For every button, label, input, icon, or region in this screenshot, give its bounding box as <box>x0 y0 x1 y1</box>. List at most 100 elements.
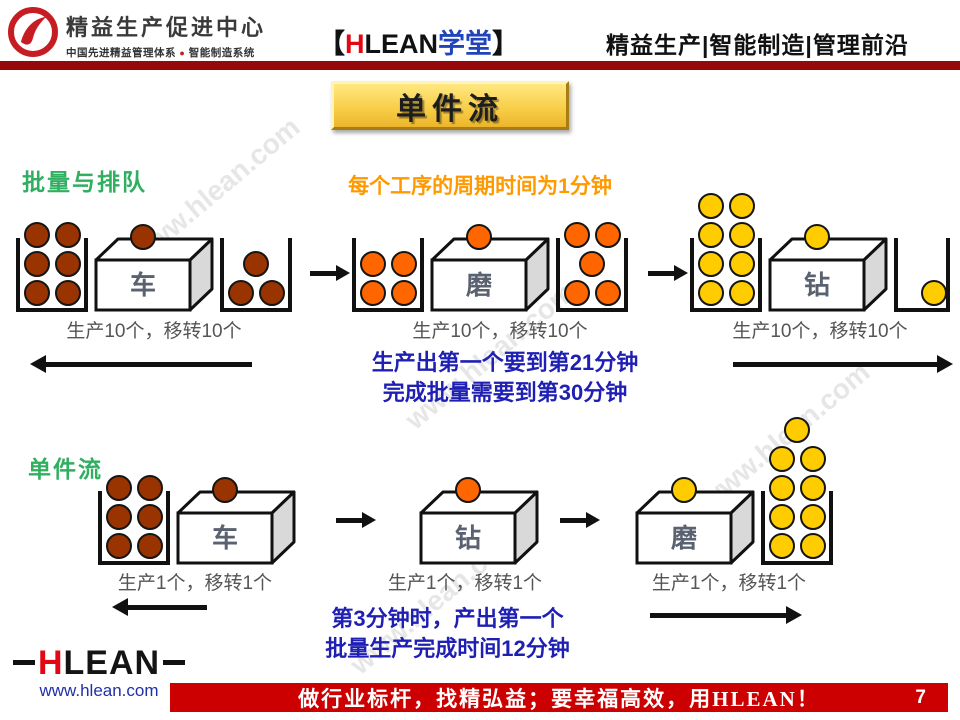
part-dot <box>697 222 724 248</box>
page-number: 7 <box>915 687 926 708</box>
bin-bracket-icon <box>98 491 170 565</box>
part-dot <box>768 533 795 559</box>
footer-banner: 做行业标杆，找精弘益；要幸福高效，用HLEAN！ 7 <box>170 683 948 712</box>
bin-bracket-icon <box>220 238 292 312</box>
parts-row <box>761 533 833 559</box>
machine-3d-icon: 车 <box>176 490 296 565</box>
parts-stack <box>894 280 950 312</box>
part-dot <box>390 280 417 306</box>
bin-bracket-icon <box>556 238 628 312</box>
batch-queue-heading: 批量与排队 <box>22 169 147 195</box>
flow-arrow-icon <box>648 265 688 282</box>
parts-row <box>352 280 424 306</box>
part-dot <box>359 280 386 306</box>
flow-arrow-icon <box>336 512 376 529</box>
header-divider <box>0 61 960 70</box>
part-dot <box>921 280 947 306</box>
footer-slogan: 做行业标杆，找精弘益；要幸福高效，用HLEAN！ <box>298 686 820 711</box>
machine-3d-icon: 钻 <box>419 490 539 565</box>
slide-title-text: 单件流 <box>396 92 504 126</box>
part-dot <box>804 224 830 250</box>
part-dot <box>54 280 81 306</box>
part-dot <box>799 504 826 530</box>
part-dot <box>728 222 755 248</box>
part-dot <box>136 533 163 559</box>
transfer-arrow-right-icon <box>650 606 802 624</box>
part-dot <box>728 251 755 277</box>
part-dot <box>768 504 795 530</box>
parts-stack <box>352 251 424 312</box>
bin-bracket-icon <box>16 238 88 312</box>
conclusion-line: 生产出第一个要到第21分钟 <box>371 350 639 375</box>
batch-conclusion: 生产出第一个要到第21分钟 完成批量需要到第30分钟 <box>330 348 680 408</box>
logo-dash <box>163 659 186 665</box>
part-dot <box>258 280 285 306</box>
machine-box-grind: 磨 <box>429 224 551 312</box>
parts-row <box>690 222 762 248</box>
part-dot <box>23 251 50 277</box>
parts-row <box>98 504 170 530</box>
station-grind-opf: 磨 <box>634 415 833 565</box>
part-dot <box>563 222 590 248</box>
parts-row <box>352 251 424 277</box>
parts-row <box>690 193 762 219</box>
part-dot <box>563 280 590 306</box>
part-dot <box>697 280 724 306</box>
parts-row <box>98 475 170 501</box>
machine-3d-icon: 磨 <box>430 237 550 312</box>
flow-arrow-icon <box>560 512 600 529</box>
part-dot <box>243 251 269 277</box>
part-dot <box>697 251 724 277</box>
parts-row <box>556 222 628 248</box>
footer-logo-h: H <box>37 644 64 682</box>
parts-bin-out <box>894 238 950 312</box>
footer-logo-wordmark: HLEAN <box>6 646 192 680</box>
station-lathe-opf: 车 <box>98 415 297 565</box>
parts-row <box>220 280 292 306</box>
parts-bin-in <box>352 238 424 312</box>
parts-stack <box>220 251 292 312</box>
station-caption: 生产1个，移转1个 <box>117 573 273 594</box>
parts-row <box>761 475 833 501</box>
footer-logo: HLEAN www.hlean.com <box>6 646 192 701</box>
parts-row <box>761 417 833 443</box>
parts-stack <box>690 193 762 312</box>
part-dot <box>359 251 386 277</box>
part-dot <box>54 251 81 277</box>
parts-row <box>16 222 88 248</box>
part-dot <box>728 193 755 219</box>
machine-3d-icon: 钻 <box>768 237 888 312</box>
part-dot <box>23 222 50 248</box>
parts-row <box>761 504 833 530</box>
one-piece-flow-heading: 单件流 <box>28 456 103 482</box>
machine-3d-icon: 车 <box>94 237 214 312</box>
part-dot <box>799 446 826 472</box>
part-dot <box>728 280 755 306</box>
parts-row <box>16 280 88 306</box>
slide-title: 单件流 <box>331 81 569 130</box>
parts-row <box>761 446 833 472</box>
parts-bin-in <box>98 475 170 565</box>
machine-box-drill: 钻 <box>767 224 889 312</box>
logo-subtitle-left: 中国先进精益管理体系 <box>66 47 176 59</box>
machine-label: 磨 <box>671 523 697 553</box>
parts-row <box>690 251 762 277</box>
bin-bracket-icon <box>690 238 762 312</box>
part-dot <box>594 222 621 248</box>
station-caption: 生产10个，移转10个 <box>66 321 242 342</box>
machine-label: 车 <box>212 523 238 553</box>
brand-bracket-close: 】 <box>492 29 519 59</box>
logo-dash <box>12 659 35 665</box>
part-dot <box>227 280 254 306</box>
parts-row <box>16 251 88 277</box>
transfer-arrow-left-icon <box>30 355 252 373</box>
part-dot <box>105 475 132 501</box>
part-dot <box>784 417 810 443</box>
part-dot <box>697 193 724 219</box>
station-caption: 生产1个，移转1个 <box>387 573 543 594</box>
parts-row <box>690 280 762 306</box>
parts-stack <box>556 222 628 312</box>
machine-3d-icon: 磨 <box>635 490 755 565</box>
part-dot <box>136 475 163 501</box>
logo-text: 精益生产促进中心 中国先进精益管理体系 ● 智能制造系统 <box>66 10 266 60</box>
